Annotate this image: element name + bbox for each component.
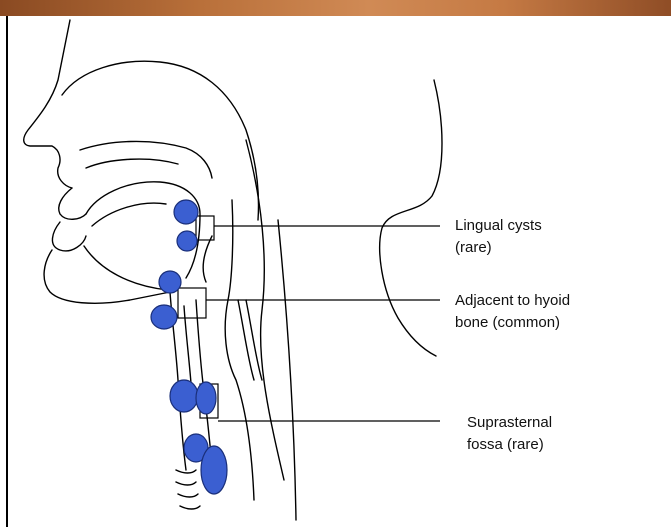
skull-outline — [62, 61, 259, 220]
lower-lip-outline — [52, 222, 86, 251]
label-suprasternal-fossa: Suprasternal fossa (rare) — [467, 412, 552, 456]
cyst-lingual-lower — [177, 231, 197, 251]
tongue-outline — [86, 182, 200, 278]
cervical-spine-outline — [246, 140, 284, 480]
cyst-base-tongue — [159, 271, 181, 293]
cyst-thyroid-left — [170, 380, 198, 412]
palate-inner-outline — [86, 159, 178, 168]
mouth-floor-outline — [84, 246, 168, 290]
pharynx-back-wall-outline — [225, 200, 254, 500]
label-adjacent-hyoid: Adjacent to hyoid bone (common) — [455, 290, 570, 334]
upper-lip-outline — [59, 188, 86, 219]
hyoid-marker-box — [178, 288, 206, 318]
spine-detail-line — [238, 300, 254, 380]
epiglottis-outline — [203, 236, 212, 282]
cyst-hyoid — [151, 305, 177, 329]
trachea-rings — [176, 470, 200, 509]
cyst-thyroid-right — [196, 382, 216, 414]
label-lingual-line2: (rare) — [455, 237, 542, 259]
label-hyoid-line1: Adjacent to hyoid — [455, 290, 570, 312]
back-of-head-outline — [380, 80, 442, 356]
cyst-lingual-upper — [174, 200, 198, 224]
tongue-inner-outline — [92, 203, 166, 226]
label-suprasternal-line2: fossa (rare) — [467, 434, 552, 456]
label-hyoid-line2: bone (common) — [455, 312, 570, 334]
label-suprasternal-line1: Suprasternal — [467, 412, 552, 434]
cyst-suprasternal — [201, 446, 227, 494]
face-profile-outline — [24, 20, 72, 188]
label-lingual-cysts: Lingual cysts (rare) — [455, 215, 542, 259]
label-lingual-line1: Lingual cysts — [455, 215, 542, 237]
chin-outline — [44, 250, 170, 303]
spine-detail-line — [246, 300, 262, 380]
back-of-neck-outline — [278, 220, 296, 520]
